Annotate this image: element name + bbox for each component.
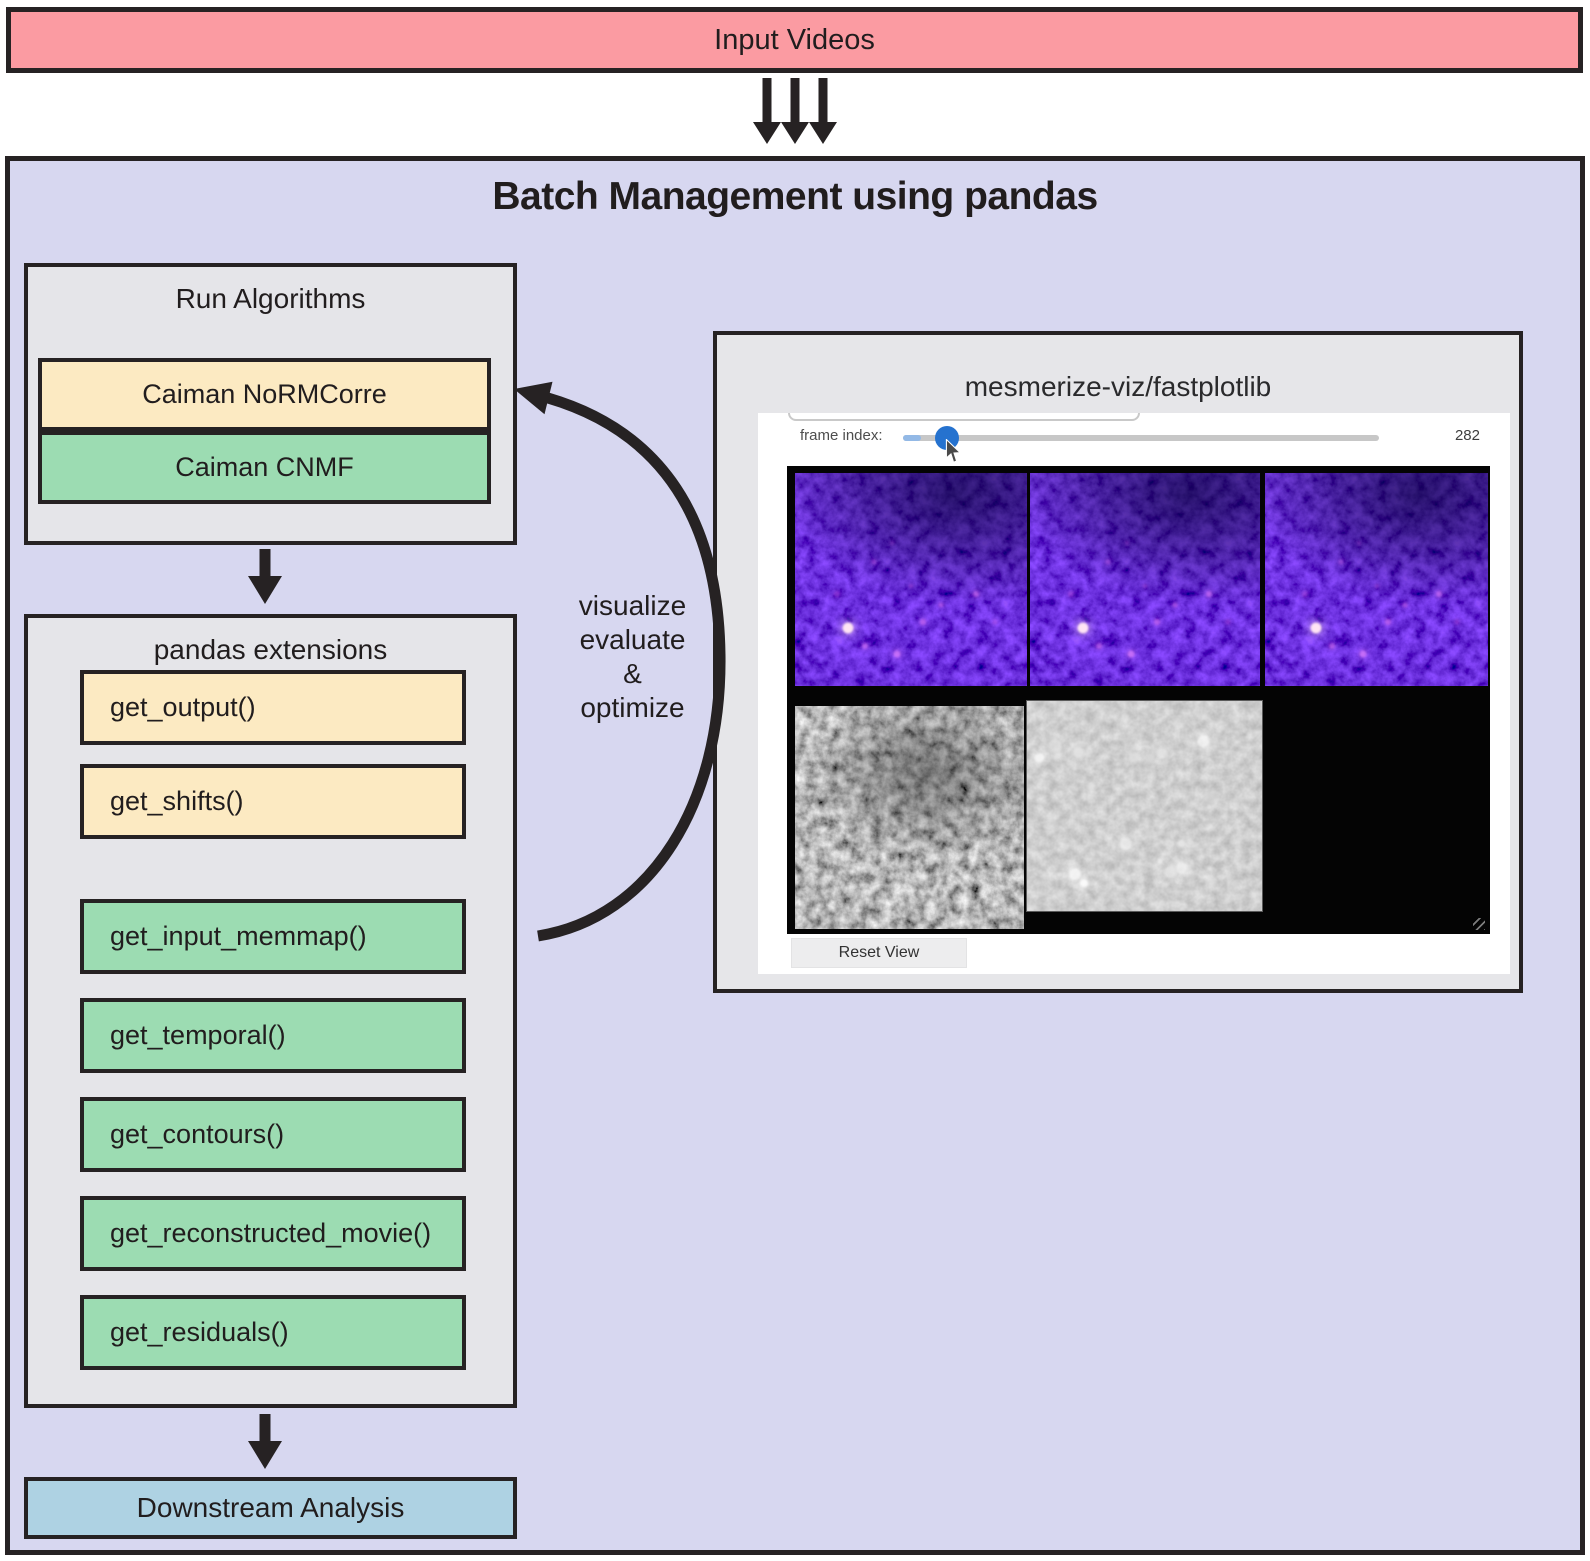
input-videos-label: Input Videos — [714, 23, 875, 56]
loop-label: visualize evaluate & optimize — [545, 589, 720, 725]
extension-box: get_reconstructed_movie() — [80, 1196, 466, 1271]
viz-panel: mesmerize-viz/fastplotlib frame index: 2… — [713, 331, 1523, 993]
extension-label: get_reconstructed_movie() — [110, 1218, 432, 1248]
frame-index-label: frame index: — [800, 427, 883, 444]
extension-label: get_residuals() — [110, 1317, 289, 1347]
extension-label: get_output() — [110, 692, 256, 722]
batch-title: Batch Management using pandas — [492, 175, 1098, 218]
cropped-widget-edge — [788, 413, 1140, 421]
loop-line-1: visualize — [578, 590, 687, 621]
movie-pane-blue-2 — [1030, 473, 1260, 686]
extension-label: get_shifts() — [110, 786, 244, 816]
run-algorithms-list: Caiman NoRMCorre Caiman CNMF — [28, 358, 513, 504]
movie-pane-gray-1 — [795, 706, 1024, 929]
viz-panel-title: mesmerize-viz/fastplotlib — [964, 371, 1272, 402]
input-videos-box: Input Videos — [6, 7, 1583, 73]
extension-box: get_temporal() — [80, 998, 466, 1073]
extension-label: get_contours() — [110, 1119, 285, 1149]
pandas-extensions-box: pandas extensions get_output() get_shift… — [24, 614, 517, 1408]
reset-view-button[interactable]: Reset View — [791, 938, 967, 968]
loop-line-4: optimize — [580, 692, 685, 723]
extension-box: get_residuals() — [80, 1295, 466, 1370]
pandas-green-list: get_input_memmap() get_temporal() get_co… — [28, 899, 513, 1370]
downstream-analysis-label: Downstream Analysis — [136, 1492, 405, 1523]
frame-index-slider-fill — [903, 435, 921, 441]
algorithm-box: Caiman CNMF — [38, 431, 491, 504]
algorithm-label: Caiman NoRMCorre — [142, 379, 387, 409]
run-algorithms-box: Run Algorithms Caiman NoRMCorre Caiman C… — [24, 263, 517, 545]
movie-pane-gray-2 — [1026, 700, 1263, 912]
frame-index-slider-track[interactable] — [903, 435, 1379, 441]
run-algorithms-title: Run Algorithms — [175, 283, 366, 314]
viz-screenshot: frame index: 282 — [758, 413, 1510, 974]
movie-pane-blue-3 — [1265, 473, 1488, 686]
extension-box: get_output() — [80, 670, 466, 745]
loop-line-3: & — [623, 658, 642, 689]
frame-index-value: 282 — [1454, 427, 1480, 444]
pandas-yellow-list: get_output() get_shifts() — [28, 670, 513, 839]
mouse-cursor-icon — [945, 439, 962, 464]
pandas-extensions-title: pandas extensions — [153, 634, 388, 665]
extension-label: get_temporal() — [110, 1020, 286, 1050]
loop-line-2: evaluate — [579, 624, 686, 655]
movie-pane-blue-1 — [795, 473, 1027, 686]
algorithm-label: Caiman CNMF — [175, 452, 354, 482]
downstream-analysis-box: Downstream Analysis — [24, 1477, 517, 1539]
extension-box: get_input_memmap() — [80, 899, 466, 974]
extension-box: get_shifts() — [80, 764, 466, 839]
extension-label: get_input_memmap() — [110, 921, 367, 951]
extension-box: get_contours() — [80, 1097, 466, 1172]
input-arrows-icon — [753, 78, 837, 144]
algorithm-box: Caiman NoRMCorre — [38, 358, 491, 431]
batch-management-box: Batch Management using pandas Run Algori… — [5, 156, 1585, 1555]
resize-handle-icon[interactable] — [1473, 918, 1485, 930]
image-grid-canvas[interactable] — [787, 466, 1490, 934]
